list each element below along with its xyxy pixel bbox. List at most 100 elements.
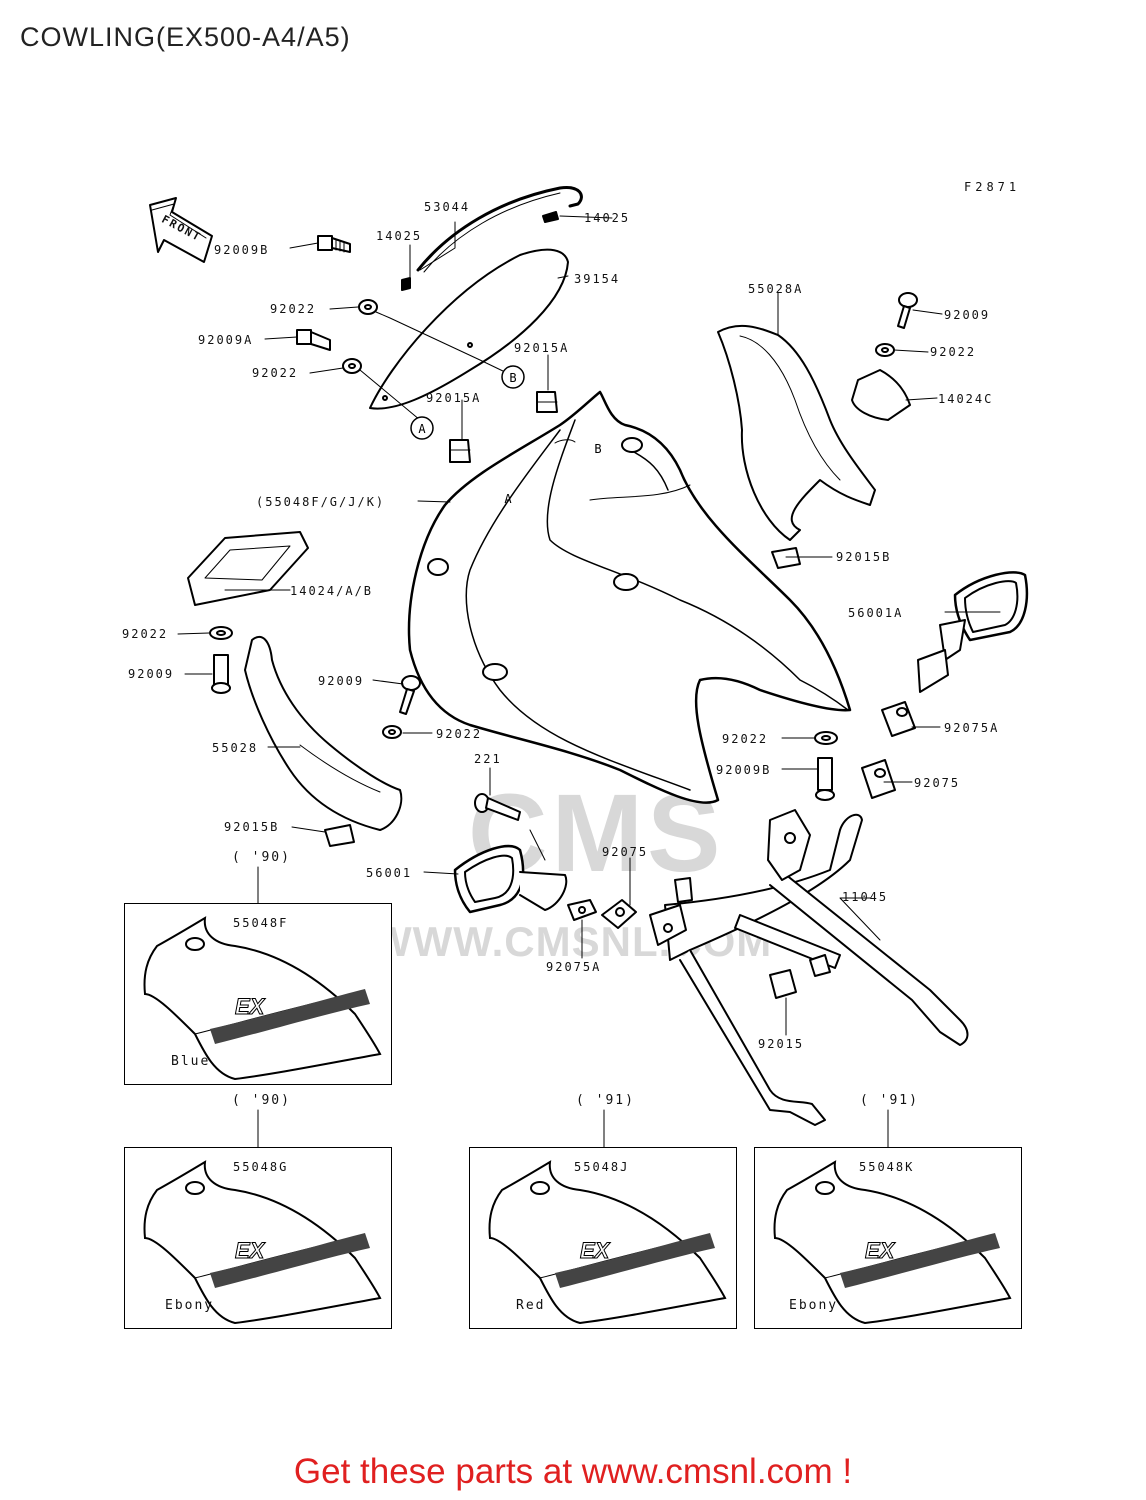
variant-year: ( '91) <box>860 1093 919 1108</box>
washer-92022 <box>209 626 233 640</box>
grommet-92075a <box>567 899 597 921</box>
cowling-variant-illustration: EX <box>773 1160 1012 1325</box>
part-callout[interactable]: 92075 <box>914 776 961 790</box>
cowling-variant-illustration: EX <box>143 1160 382 1325</box>
variant-part-code: 55048J <box>574 1160 630 1174</box>
part-callout[interactable]: 92075A <box>546 960 602 974</box>
part-callout[interactable]: 92075A <box>944 721 1000 735</box>
marker-b: B <box>594 442 601 456</box>
variant-year: ( '90) <box>232 1093 291 1108</box>
inner-panel-right <box>717 324 876 541</box>
part-callout[interactable]: 14024/A/B <box>290 584 374 598</box>
marker-a: A <box>418 422 426 436</box>
svg-text:EX: EX <box>235 994 266 1019</box>
part-callout[interactable]: 92022 <box>122 627 169 641</box>
washer-92022 <box>382 725 402 739</box>
upper-cowling <box>407 390 852 804</box>
variant-box[interactable]: EX 55048J Red <box>469 1147 737 1329</box>
part-callout[interactable]: 92015A <box>514 341 570 355</box>
inner-panel-left <box>244 635 403 831</box>
part-callout[interactable]: 92015B <box>836 550 892 564</box>
part-callout[interactable]: 92022 <box>436 727 483 741</box>
bracket-14024c <box>851 369 911 421</box>
part-callout[interactable]: 55028 <box>212 741 259 755</box>
part-callout[interactable]: 92009 <box>944 308 991 322</box>
part-callout[interactable]: (55048F/G/J/K) <box>256 495 386 509</box>
part-callout[interactable]: 92015A <box>426 391 482 405</box>
screw-92009 <box>399 675 421 715</box>
part-callout[interactable]: 14025 <box>376 229 423 243</box>
clip-part <box>401 277 411 291</box>
washer-92022 <box>358 299 378 315</box>
mirror-right <box>917 571 1029 693</box>
screw-92009 <box>211 654 231 694</box>
windshield <box>369 248 569 410</box>
part-callout[interactable]: 92022 <box>722 732 769 746</box>
washer-92022 <box>342 358 362 374</box>
washer-92022 <box>875 343 895 357</box>
screw-92009a <box>296 329 331 351</box>
washer-92022 <box>814 731 838 745</box>
variant-box[interactable]: EX 55048K Ebony <box>754 1147 1022 1329</box>
part-callout[interactable]: 92009B <box>716 763 772 777</box>
part-callout[interactable]: 39154 <box>574 272 621 286</box>
front-arrow-icon <box>149 197 213 263</box>
cta-link[interactable]: Get these parts at www.cmsnl.com ! <box>293 1452 853 1491</box>
cowling-stay-11045 <box>649 809 969 1126</box>
clip-part <box>809 954 831 977</box>
part-callout[interactable]: 92022 <box>930 345 977 359</box>
part-callout[interactable]: 92015B <box>224 820 280 834</box>
marker-b: B <box>509 371 516 385</box>
clip-92015b <box>324 824 355 847</box>
part-callout[interactable]: 92022 <box>270 302 317 316</box>
screw-92009 <box>897 292 918 329</box>
grommet-92075 <box>601 899 637 929</box>
part-callout[interactable]: 92009 <box>128 667 175 681</box>
part-callout[interactable]: 92022 <box>252 366 299 380</box>
variant-year: ( '90) <box>232 850 291 865</box>
part-callout[interactable]: 221 <box>474 752 502 766</box>
part-callout[interactable]: 11045 <box>842 890 889 904</box>
clip-92015b <box>771 547 801 569</box>
grommet-92075a <box>881 701 916 737</box>
part-callout[interactable]: 55028A <box>748 282 804 296</box>
part-callout[interactable]: 92009B <box>214 243 270 257</box>
part-callout[interactable]: 92015 <box>758 1037 805 1051</box>
part-callout[interactable]: 92009 <box>318 674 365 688</box>
part-callout[interactable]: 14025 <box>584 211 631 225</box>
marker-a: A <box>504 492 512 506</box>
svg-text:EX: EX <box>580 1238 611 1263</box>
variant-color: Red <box>516 1298 546 1313</box>
part-callout[interactable]: 14024C <box>938 392 994 406</box>
variant-part-code: 55048G <box>233 1160 289 1174</box>
variant-part-code: 55048K <box>859 1160 915 1174</box>
mirror-left <box>453 829 568 914</box>
grommet-92075 <box>861 759 896 799</box>
cowling-variant-illustration: EX <box>143 916 382 1081</box>
part-callout[interactable]: 92009A <box>198 333 254 347</box>
variant-box[interactable]: EX 55048G Ebony <box>124 1147 392 1329</box>
variant-year: ( '91) <box>576 1093 635 1108</box>
variant-part-code: 55048F <box>233 916 289 930</box>
part-callout[interactable]: 56001A <box>848 606 904 620</box>
nut-92015 <box>769 969 797 999</box>
figure-code: F2871 <box>964 180 1021 194</box>
variant-color: Ebony <box>165 1298 215 1313</box>
bracket-14024 <box>187 531 309 606</box>
svg-text:EX: EX <box>865 1238 896 1263</box>
clip-part <box>542 211 559 223</box>
variant-color: Blue <box>171 1054 211 1069</box>
grommet-92015a <box>449 439 471 463</box>
part-callout[interactable]: 53044 <box>424 200 471 214</box>
part-callout[interactable]: 92075 <box>602 845 649 859</box>
page-title: COWLING(EX500-A4/A5) <box>20 22 351 52</box>
screw-92009b <box>317 235 351 253</box>
cowling-variant-illustration: EX <box>488 1160 727 1325</box>
variant-box[interactable]: EX 55048F Blue <box>124 903 392 1085</box>
bolt-92009b <box>815 757 835 801</box>
windshield-trim <box>416 186 583 272</box>
variant-color: Ebony <box>789 1298 839 1313</box>
screw-221 <box>474 793 521 821</box>
part-callout[interactable]: 56001 <box>366 866 413 880</box>
